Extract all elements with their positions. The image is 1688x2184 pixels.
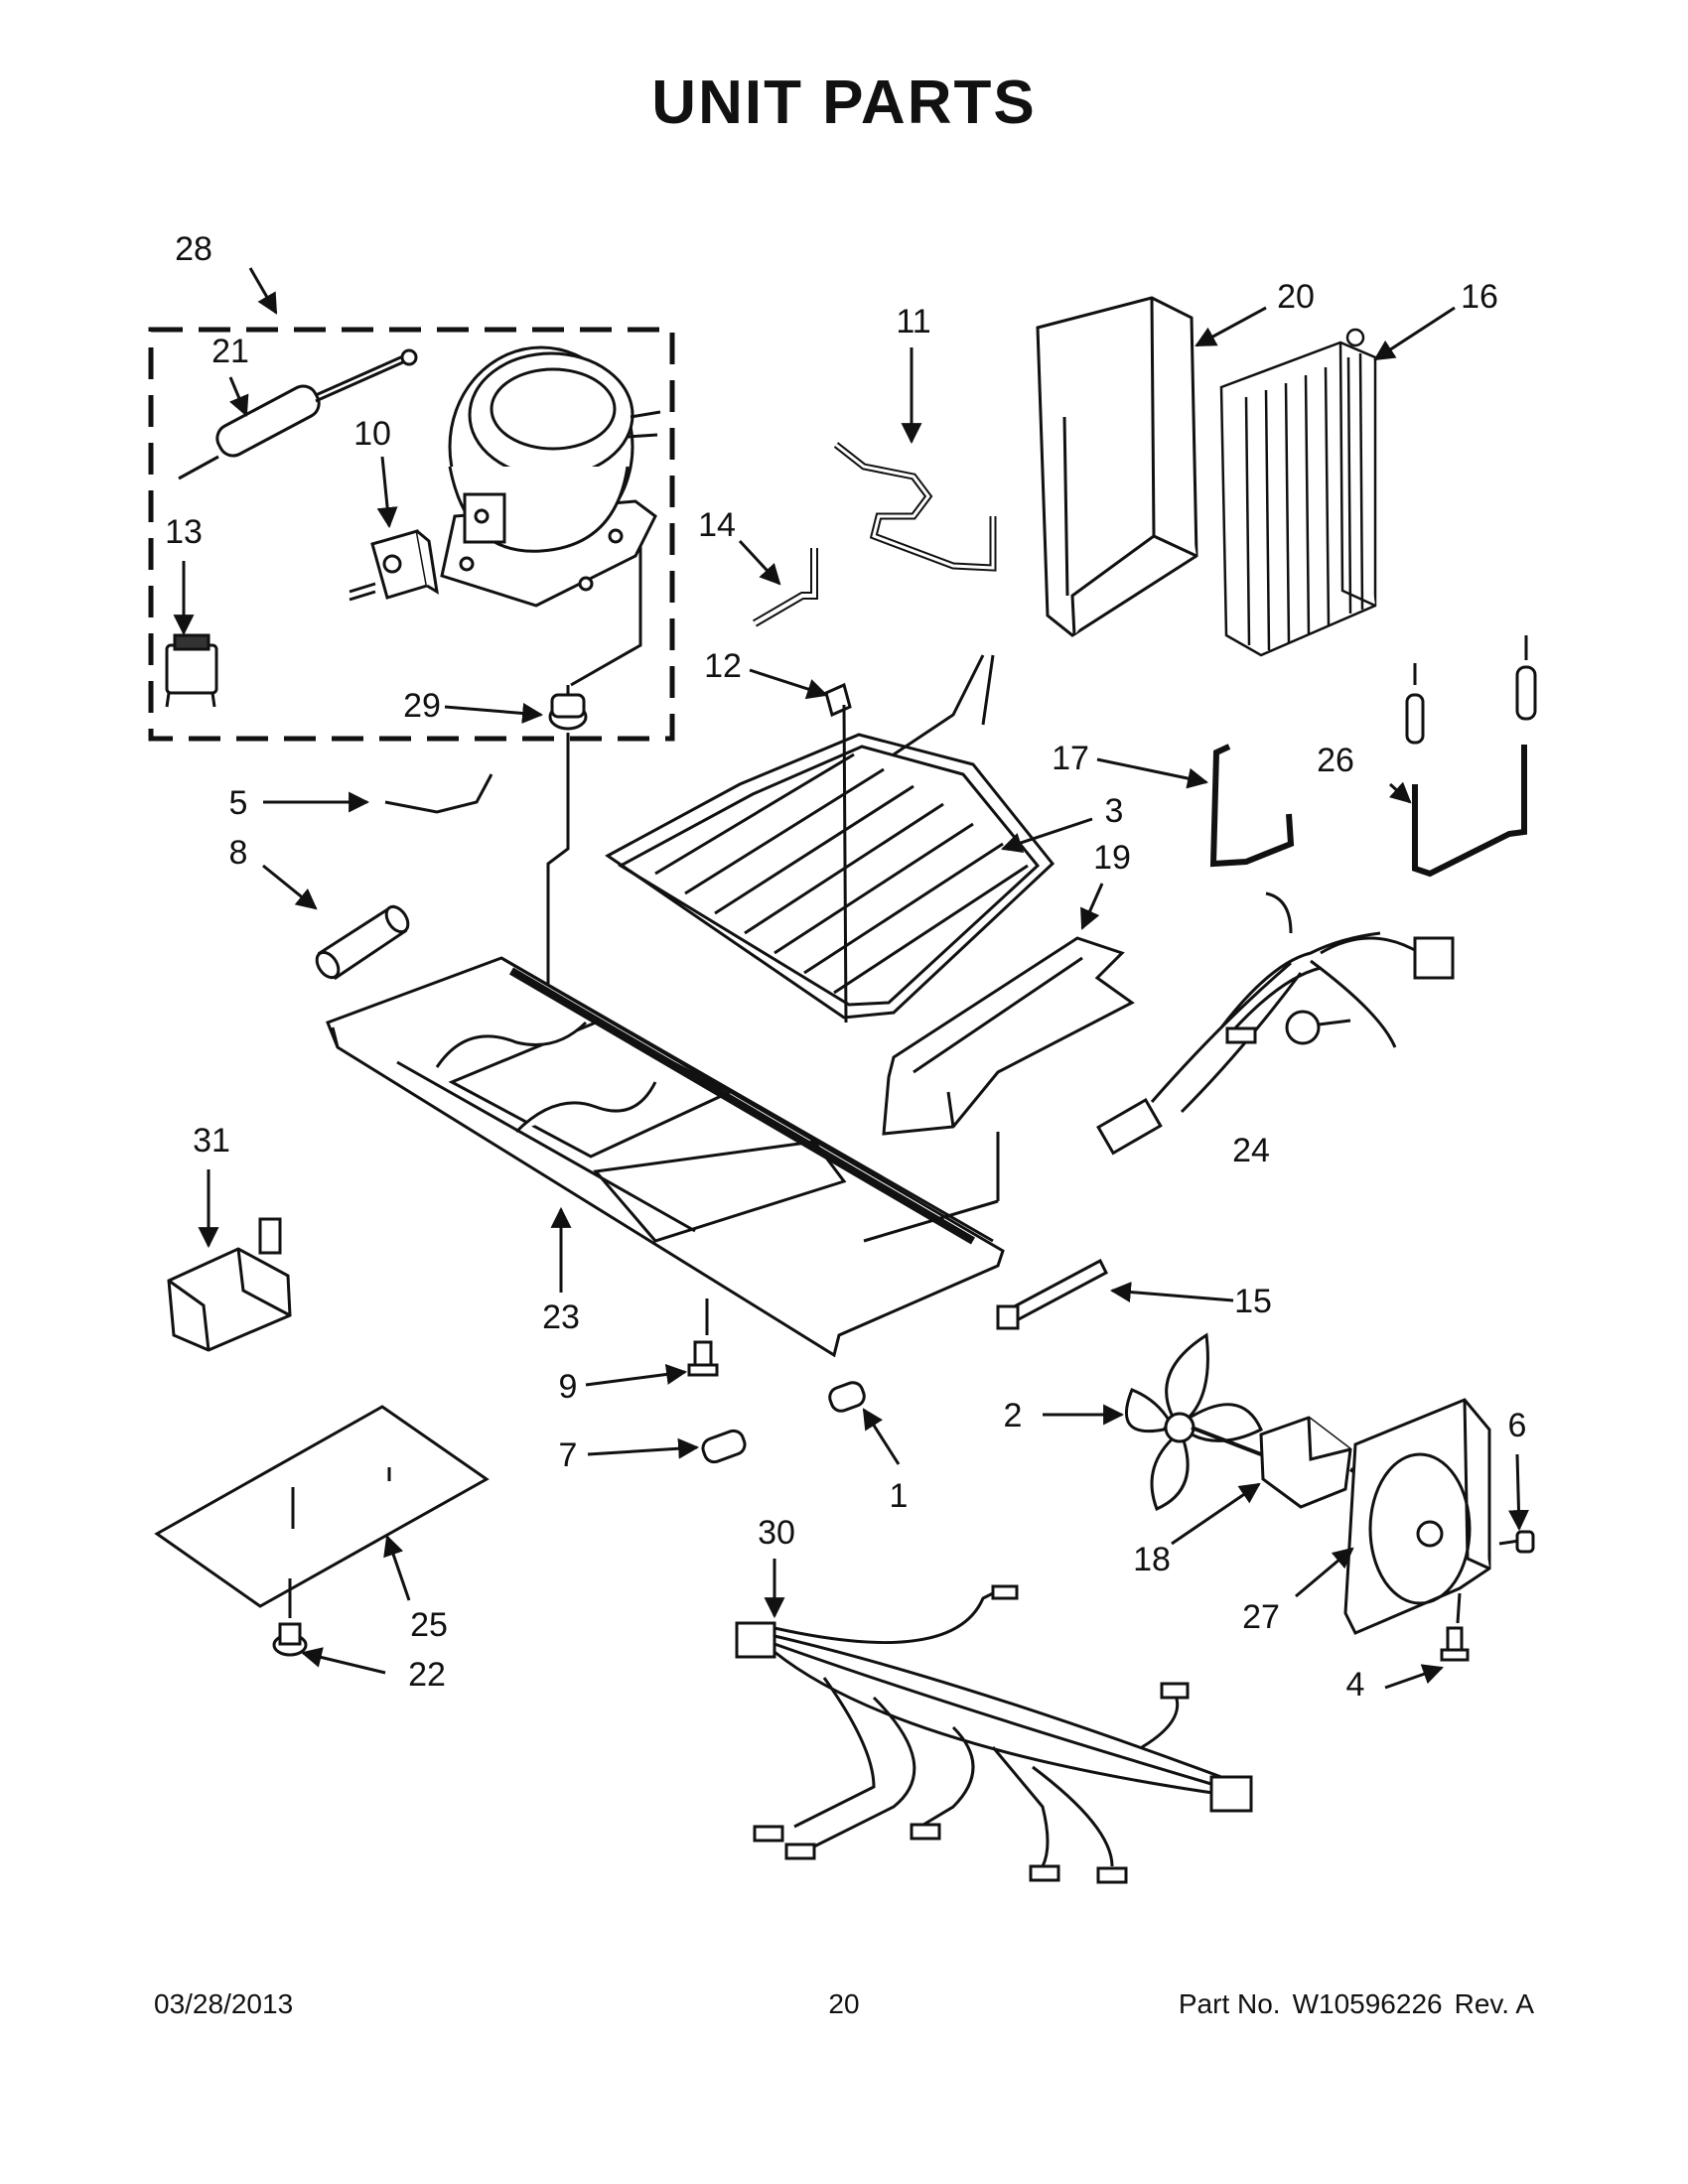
callout-12: 12 xyxy=(704,647,742,685)
sealing-strip xyxy=(508,967,976,1245)
callout-5: 5 xyxy=(229,784,248,822)
base-plate xyxy=(326,956,1005,1358)
callout-18: 18 xyxy=(1133,1541,1171,1578)
callout-22: 22 xyxy=(408,1656,446,1694)
elbow-tube xyxy=(752,548,818,627)
evaporator-coil xyxy=(605,654,1055,1024)
run-capacitor xyxy=(165,633,218,708)
callout-25: 25 xyxy=(410,1606,448,1644)
callout-2: 2 xyxy=(1004,1397,1023,1434)
compressor-wire xyxy=(546,546,642,1027)
plug-1 xyxy=(828,1381,866,1413)
callout-11: 11 xyxy=(896,303,930,341)
leader-lines xyxy=(288,1132,1462,1624)
callout-21: 21 xyxy=(211,333,249,370)
footer-page-number: 20 xyxy=(828,1988,860,2019)
callout-labels: 1 2 3 4 5 6 7 8 9 10 11 12 13 14 15 16 1… xyxy=(165,230,1526,1704)
grommet xyxy=(548,685,588,731)
start-relay xyxy=(349,529,439,602)
callout-13: 13 xyxy=(165,513,203,551)
footer-part-number: Part No. W10596226 Rev. A xyxy=(1167,1988,1534,2020)
callout-30: 30 xyxy=(758,1514,795,1552)
wire-rod xyxy=(384,773,493,814)
clip-22 xyxy=(272,1622,308,1657)
tube-with-drier xyxy=(1405,635,1537,878)
part-label: Part No. xyxy=(1178,1988,1281,2019)
leader-arrows xyxy=(173,267,1529,1690)
callout-6: 6 xyxy=(1508,1407,1527,1444)
revision: Rev. A xyxy=(1454,1988,1534,2019)
compressor-kit-box xyxy=(148,327,675,742)
wire-harness-24 xyxy=(1096,891,1455,1156)
filter-drier xyxy=(178,348,418,480)
callout-14: 14 xyxy=(698,506,736,544)
insulation-pad xyxy=(154,1405,490,1608)
callout-9: 9 xyxy=(559,1368,578,1406)
callout-19: 19 xyxy=(1093,839,1131,877)
fan-motor xyxy=(1191,1416,1432,1521)
part-number: W10596226 xyxy=(1292,1988,1443,2019)
callout-10: 10 xyxy=(353,415,391,453)
wire-harness-30 xyxy=(735,1584,1253,1884)
bent-tube xyxy=(1209,744,1295,868)
callout-15: 15 xyxy=(1234,1283,1272,1320)
screw-4 xyxy=(1440,1626,1470,1662)
drain-pan xyxy=(882,936,1135,1136)
screw-6 xyxy=(1498,1530,1535,1554)
callout-29: 29 xyxy=(403,687,441,725)
callout-4: 4 xyxy=(1346,1666,1365,1704)
callout-8: 8 xyxy=(229,834,248,872)
fan-blade xyxy=(1124,1332,1263,1512)
callout-27: 27 xyxy=(1242,1598,1280,1636)
callout-24: 24 xyxy=(1232,1132,1270,1169)
page-title: UNIT PARTS xyxy=(651,68,1037,137)
footer-date: 03/28/2013 xyxy=(154,1988,294,2019)
compressor xyxy=(440,345,661,608)
callout-31: 31 xyxy=(193,1122,230,1160)
callout-26: 26 xyxy=(1317,742,1354,779)
condenser xyxy=(1219,328,1377,657)
control-module xyxy=(167,1217,292,1352)
callout-16: 16 xyxy=(1461,278,1498,316)
callout-20: 20 xyxy=(1277,278,1315,316)
screw-9 xyxy=(687,1340,719,1377)
tube-sleeve xyxy=(315,904,410,981)
callout-17: 17 xyxy=(1052,740,1089,777)
callout-28: 28 xyxy=(175,230,212,268)
plug-7 xyxy=(701,1429,747,1464)
fan-bracket xyxy=(1343,1398,1491,1635)
callout-3: 3 xyxy=(1105,792,1124,830)
callout-7: 7 xyxy=(559,1436,578,1474)
callout-23: 23 xyxy=(542,1298,580,1336)
cable-tie xyxy=(996,1258,1108,1330)
callout-1: 1 xyxy=(890,1477,909,1515)
tube-clip xyxy=(824,682,852,718)
condenser-shroud xyxy=(1036,296,1198,637)
